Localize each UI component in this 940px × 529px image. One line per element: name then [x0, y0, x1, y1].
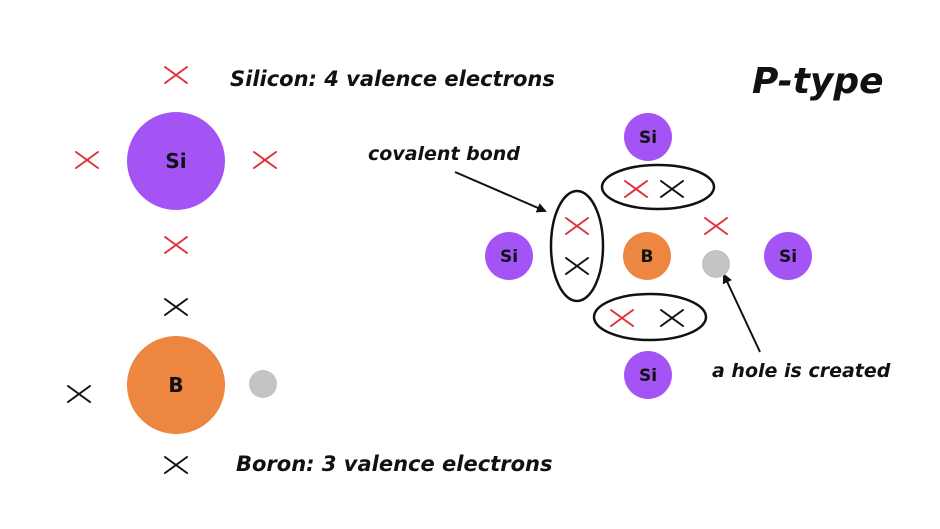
bond-electron-top-silicon [624, 180, 648, 198]
boron-atom: B [127, 336, 225, 434]
silicon-symbol: Si [779, 247, 797, 267]
lattice-boron-center: B [623, 232, 671, 280]
lattice-silicon-left: Si [485, 232, 533, 280]
covalent-bond-arrow [454, 171, 547, 213]
bond-electron-left-silicon [565, 217, 589, 235]
silicon-caption: Silicon: 4 valence electrons [230, 67, 555, 91]
boron-electron-left [67, 385, 91, 403]
silicon-nucleus [624, 113, 672, 161]
boron-electron-top [164, 298, 188, 316]
hole-label: a hole is created [712, 360, 891, 382]
covalent-bond-ellipse-top [600, 163, 716, 211]
silicon-electron-left [75, 151, 99, 169]
hole-dot [249, 370, 277, 398]
page-title: P-type [752, 61, 884, 102]
boron-symbol: B [168, 373, 183, 397]
silicon-electron-right [253, 151, 277, 169]
hole-arrow [722, 273, 761, 353]
bond-electron-left-boron [565, 257, 589, 275]
boron-caption: Boron: 3 valence electrons [236, 452, 552, 476]
silicon-nucleus [764, 232, 812, 280]
silicon-electron-top [164, 66, 188, 84]
lattice-silicon-bottom: Si [624, 351, 672, 399]
silicon-symbol: Si [639, 128, 657, 148]
boron-electron-bottom [164, 456, 188, 474]
covalent-bond-ellipse-bottom [592, 292, 708, 342]
silicon-nucleus [485, 232, 533, 280]
bond-electron-top-boron [660, 180, 684, 198]
unpaired-electron-right [704, 217, 728, 235]
silicon-symbol: Si [500, 247, 518, 267]
bond-electron-bottom-boron [660, 309, 684, 327]
silicon-symbol: Si [165, 149, 186, 173]
silicon-atom: Si [127, 112, 225, 210]
lattice-silicon-top: Si [624, 113, 672, 161]
silicon-symbol: Si [639, 366, 657, 386]
silicon-nucleus [624, 351, 672, 399]
covalent-bond-label: covalent bond [368, 143, 520, 165]
boron-nucleus [623, 232, 671, 280]
hole-dot [702, 250, 730, 278]
boron-nucleus [127, 336, 225, 434]
silicon-nucleus [127, 112, 225, 210]
bond-electron-bottom-silicon [610, 309, 634, 327]
covalent-bond-ellipse-left [549, 189, 605, 303]
boron-symbol: B [641, 247, 654, 267]
lattice-silicon-right: Si [764, 232, 812, 280]
silicon-electron-bottom [164, 236, 188, 254]
